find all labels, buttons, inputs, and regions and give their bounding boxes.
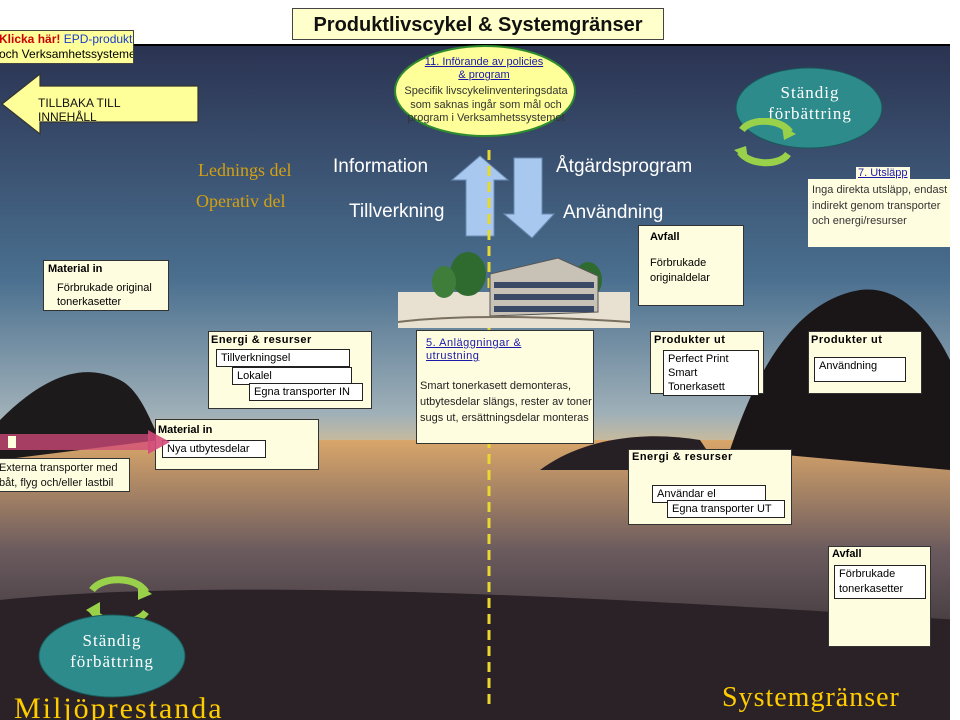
energy-in-item-3: Egna transporter IN	[249, 383, 363, 402]
product-out-1-title: Produkter ut	[654, 334, 726, 346]
emissions-body-bg	[808, 179, 950, 247]
material-in-top-box	[43, 260, 169, 311]
information-flow-arrows-icon	[450, 155, 556, 238]
page-title: Produktlivscykel & Systemgränser	[292, 8, 664, 40]
emissions-heading: 7. Utsläpp	[856, 167, 910, 179]
continuous-improvement-bottom-shape	[38, 614, 186, 698]
avfall-top-box	[638, 225, 744, 306]
facility-body: Smart tonerkasett demonteras, utbytesdel…	[420, 380, 592, 424]
atgardsprogram-label: Åtgärdsprogram	[556, 156, 693, 177]
product-out-2-item: Användning	[814, 357, 906, 382]
avfall-top-item: Förbrukade originaldelar	[650, 257, 710, 284]
cycle-arrows-top-icon	[734, 118, 796, 167]
information-label: Information	[333, 156, 429, 177]
policy-heading: 11. Införande av policies & program	[424, 56, 544, 81]
material-in-mid-title: Material in	[158, 424, 213, 436]
policy-body: Specifik livscykelinventeringsdata som s…	[404, 85, 568, 124]
operativ-del-label: Operativ del	[196, 191, 286, 211]
material-in-top-item: Förbrukade original tonerkasetter	[57, 282, 152, 308]
continuous-improvement-bottom-label: Ständig förbättring	[70, 631, 154, 671]
back-button[interactable]: TILLBAKA TILL INNEHÅLL	[38, 96, 121, 124]
energy-in-title: Energi & resurser	[211, 334, 312, 346]
energy-use-item-1: Användar el	[652, 485, 766, 504]
emissions-body: Inga direkta utsläpp, endast indirekt ge…	[812, 184, 948, 227]
emissions-box: 7. Utsläpp	[808, 163, 948, 247]
tillverkning-label: Tillverkning	[349, 201, 445, 222]
continuous-improvement-top-label: Ständig förbättring	[768, 83, 852, 123]
continuous-improvement-top-shape	[735, 67, 883, 149]
anvandning-label: Användning	[563, 202, 664, 223]
product-out-1-line1: Perfect Print	[668, 353, 729, 365]
energy-use-item-2: Egna transporter UT	[667, 500, 785, 519]
epd-link-box[interactable]: Klicka här! EPD-produkten och Verksamhet…	[0, 30, 134, 64]
material-in-mid-item: Nya utbytesdelar	[162, 440, 266, 459]
material-in-top-title: Material in	[48, 263, 103, 275]
epd-link-line2[interactable]: och Verksamhetssystemet	[0, 47, 134, 61]
back-arrow-icon[interactable]	[0, 72, 200, 136]
epd-link-red[interactable]: Klicka här!	[0, 32, 61, 46]
factory-building-icon	[398, 252, 630, 328]
product-out-1-item: Perfect Print Smart Tonerkasett	[663, 350, 759, 396]
epd-link-blue[interactable]: EPD-produkten	[63, 32, 133, 46]
miljoprestanda-label: Miljöprestanda	[14, 692, 224, 720]
external-transport-arrow-icon	[0, 430, 170, 454]
systemgranser-label: Systemgränser	[722, 682, 900, 713]
product-out-2-title: Produkter ut	[811, 334, 883, 346]
lednings-del-label: Lednings del	[198, 160, 292, 180]
avfall-bottom-item: Förbrukade tonerkasetter	[834, 565, 926, 599]
avfall-top-title: Avfall	[650, 231, 680, 243]
energy-use-title: Energi & resurser	[632, 451, 733, 463]
external-transport-box: Externa transporter med båt, flyg och/el…	[0, 458, 130, 492]
product-out-1-line2: Smart Tonerkasett	[668, 367, 725, 393]
facility-heading: 5. Anläggningar & utrustning	[426, 337, 522, 362]
facility-box	[416, 330, 594, 444]
energy-in-item-1: Tillverkningsel	[216, 349, 350, 368]
policy-ellipse-shape	[394, 45, 576, 137]
avfall-bottom-title: Avfall	[832, 548, 862, 560]
